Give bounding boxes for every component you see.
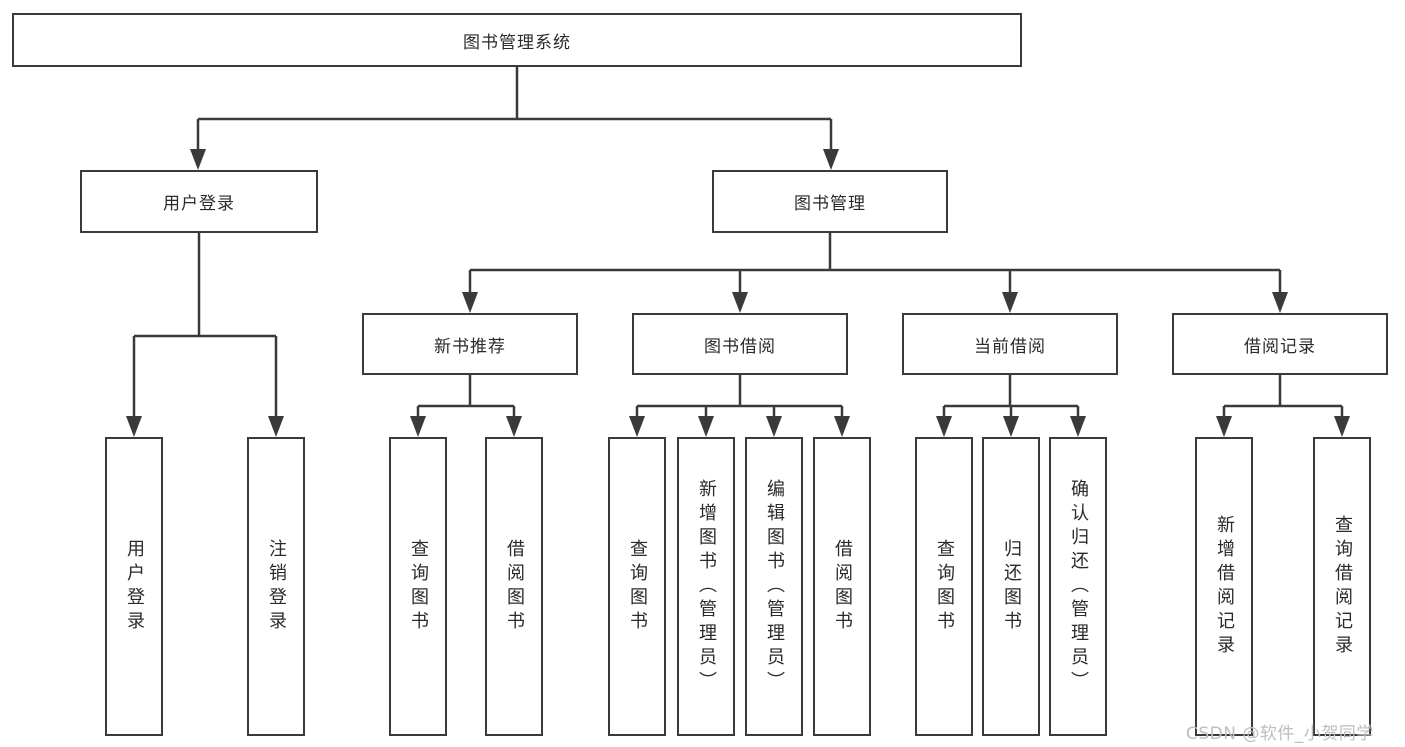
leaf-current-return-books-label: 归还图书 — [1001, 538, 1022, 635]
node-new-book-recommendation-label: 新书推荐 — [434, 336, 506, 357]
node-user-login-label: 用户登录 — [163, 194, 235, 214]
leaf-user-login: 用户登录 — [105, 437, 163, 736]
node-root-label: 图书管理系统 — [463, 32, 571, 53]
node-new-book-recommendation: 新书推荐 — [362, 313, 578, 375]
leaf-current-confirm-return-admin-label: 确认归还（管理员） — [1068, 478, 1089, 695]
leaf-records-query-record: 查询借阅记录 — [1313, 437, 1371, 736]
watermark: CSDN @软件_小贺同学 — [1186, 724, 1374, 744]
leaf-current-confirm-return-admin: 确认归还（管理员） — [1049, 437, 1107, 736]
leaf-logout: 注销登录 — [247, 437, 305, 736]
leaf-borrowing-edit-book-admin: 编辑图书（管理员） — [745, 437, 803, 736]
leaf-recommend-borrow-books: 借阅图书 — [485, 437, 543, 736]
leaf-records-add-record-label: 新增借阅记录 — [1214, 514, 1235, 659]
leaf-current-query-books: 查询图书 — [915, 437, 973, 736]
leaf-borrowing-borrow-books: 借阅图书 — [813, 437, 871, 736]
node-book-management-label: 图书管理 — [794, 194, 866, 214]
node-current-borrowing-label: 当前借阅 — [974, 336, 1046, 357]
node-current-borrowing: 当前借阅 — [902, 313, 1118, 375]
node-book-management: 图书管理 — [712, 170, 948, 233]
node-borrowing-records: 借阅记录 — [1172, 313, 1388, 375]
node-user-login: 用户登录 — [80, 170, 318, 233]
leaf-borrowing-query-books: 查询图书 — [608, 437, 666, 736]
leaf-recommend-borrow-books-label: 借阅图书 — [504, 538, 525, 635]
node-book-borrowing: 图书借阅 — [632, 313, 848, 375]
leaf-records-query-record-label: 查询借阅记录 — [1332, 514, 1353, 659]
leaf-recommend-query-books-label: 查询图书 — [408, 538, 429, 635]
leaf-borrowing-edit-book-admin-label: 编辑图书（管理员） — [764, 478, 785, 695]
node-root: 图书管理系统 — [12, 13, 1022, 67]
leaf-logout-label: 注销登录 — [266, 538, 287, 635]
leaf-borrowing-borrow-books-label: 借阅图书 — [832, 538, 853, 635]
leaf-current-query-books-label: 查询图书 — [934, 538, 955, 635]
leaf-recommend-query-books: 查询图书 — [389, 437, 447, 736]
node-borrowing-records-label: 借阅记录 — [1244, 336, 1316, 357]
leaf-records-add-record: 新增借阅记录 — [1195, 437, 1253, 736]
leaf-borrowing-add-book-admin: 新增图书（管理员） — [677, 437, 735, 736]
node-book-borrowing-label: 图书借阅 — [704, 336, 776, 357]
leaf-user-login-label: 用户登录 — [124, 538, 145, 635]
leaf-current-return-books: 归还图书 — [982, 437, 1040, 736]
leaf-borrowing-add-book-admin-label: 新增图书（管理员） — [696, 478, 717, 695]
leaf-borrowing-query-books-label: 查询图书 — [627, 538, 648, 635]
